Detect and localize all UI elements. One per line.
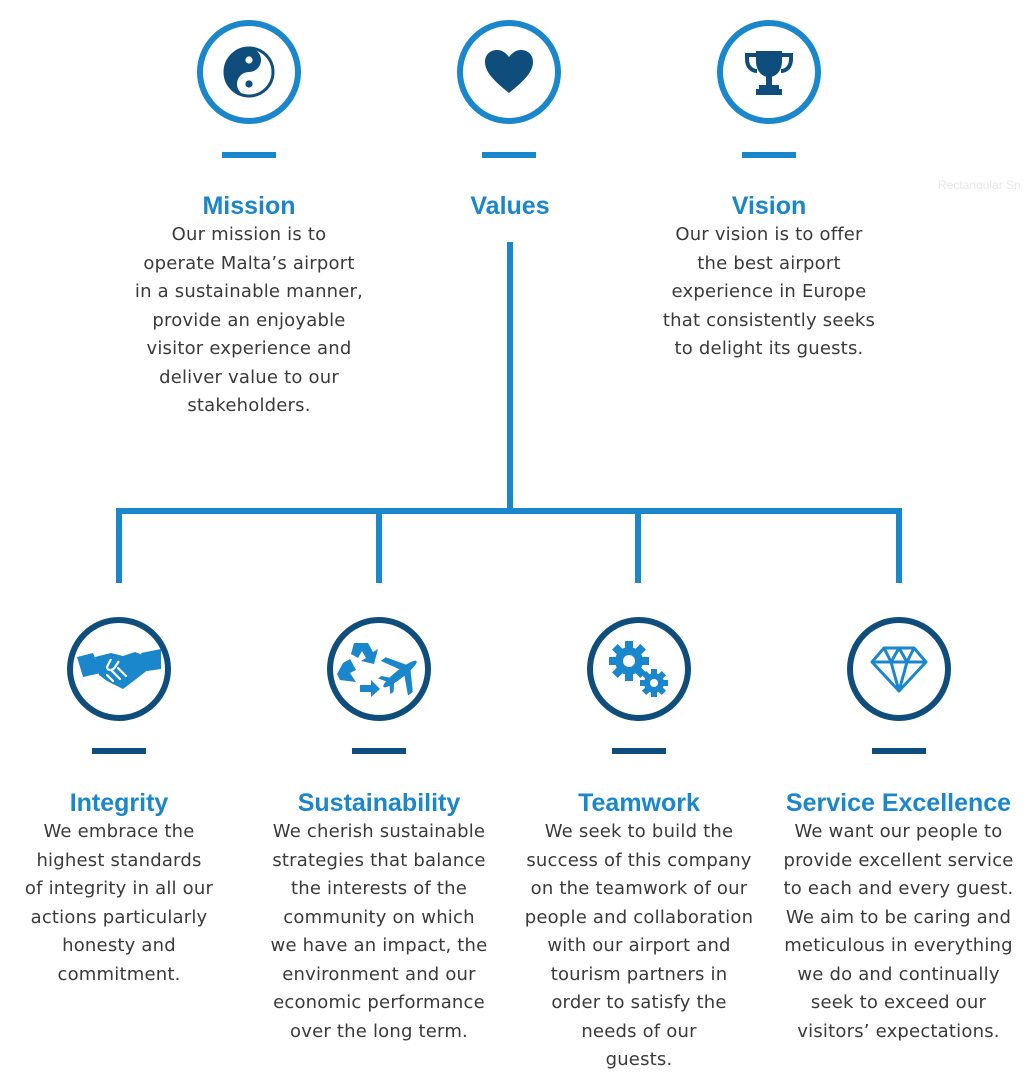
service-excellence-title: Service Excellence: [785, 789, 1012, 817]
connector-integrity: [116, 508, 122, 583]
vision-divider: [742, 152, 796, 158]
mission-divider: [222, 152, 276, 158]
mission-title: Mission: [202, 192, 296, 220]
sustainability-divider: [352, 748, 406, 754]
values-title: Values: [470, 192, 550, 220]
teamwork-divider: [612, 748, 666, 754]
mission-icon-circle: [197, 20, 301, 124]
service-excellence-icon-circle: [847, 617, 951, 721]
connector-trunk: [507, 242, 513, 512]
connector-horizontal: [116, 508, 902, 514]
sustainability-description: We cherish sustainable strategies that b…: [270, 821, 488, 1042]
connector-service-excellence: [896, 508, 902, 583]
recycle-airplane-icon: [337, 643, 417, 697]
yin-yang-icon: [223, 46, 275, 98]
vision-icon-circle: [717, 20, 821, 124]
vision-description: Our vision is to offer the best airport …: [662, 224, 876, 359]
mission-description: Our mission is to operate Malta’s airpor…: [134, 224, 364, 416]
integrity-divider: [92, 748, 146, 754]
vision-title: Vision: [731, 192, 807, 220]
trophy-icon: [745, 51, 793, 95]
diamond-icon: [870, 646, 928, 693]
teamwork-title: Teamwork: [578, 789, 700, 817]
connector-sustainability: [376, 508, 382, 583]
sustainability-title: Sustainability: [297, 789, 461, 817]
service-excellence-divider: [872, 748, 926, 754]
teamwork-description: We seek to build the success of this com…: [524, 821, 754, 1070]
heart-icon: [485, 50, 533, 93]
connector-teamwork: [635, 508, 641, 583]
integrity-title: Integrity: [69, 789, 169, 817]
integrity-icon-circle: [67, 617, 171, 721]
gears-icon: [609, 641, 668, 697]
handshake-icon: [77, 649, 161, 689]
ghost-label: Rectangular Sn: [938, 178, 1021, 192]
values-icon-circle: [457, 20, 561, 124]
sustainability-icon-circle: [327, 617, 431, 721]
service-excellence-description: We want our people to provide excellent …: [783, 821, 1014, 1042]
teamwork-icon-circle: [587, 617, 691, 721]
integrity-description: We embrace the highest standards of inte…: [24, 821, 214, 985]
values-divider: [482, 152, 536, 158]
